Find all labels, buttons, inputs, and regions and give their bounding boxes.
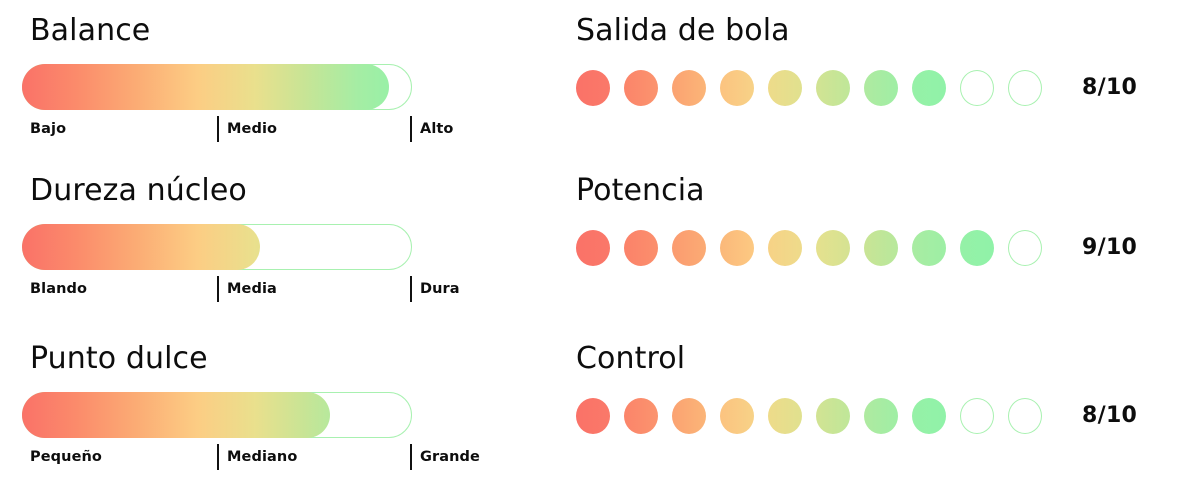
tick-mark-icon — [410, 116, 412, 142]
scale-tick-high: Dura — [410, 276, 460, 302]
scale-tick-mid: Mediano — [217, 444, 297, 470]
rating-dot-empty[interactable] — [1008, 230, 1042, 266]
rating-control: Control 8/10 — [560, 340, 1200, 436]
rating-dot-filled[interactable] — [720, 70, 754, 106]
scale-tick-high: Grande — [410, 444, 480, 470]
scale-tick-low: Blando — [30, 276, 87, 302]
tick-mark-icon — [217, 444, 219, 470]
scale-ticks: Pequeño Mediano Grande — [22, 444, 492, 472]
rating-dot-filled[interactable] — [960, 230, 994, 266]
rating-potencia: Potencia 9/10 — [560, 172, 1200, 268]
tick-label: Blando — [30, 281, 88, 297]
tick-label: Mediano — [227, 449, 298, 465]
rating-dot-filled[interactable] — [624, 398, 658, 434]
rating-dot-filled[interactable] — [864, 70, 898, 106]
scale-punto-dulce: Punto dulce Pequeño Mediano Grande — [0, 340, 500, 472]
rating-dot-empty[interactable] — [960, 70, 994, 106]
scale-fill — [22, 64, 389, 110]
rating-dot-filled[interactable] — [768, 398, 802, 434]
rating-dot-filled[interactable] — [768, 230, 802, 266]
rating-dots[interactable]: 8/10 — [576, 68, 1200, 108]
rating-dot-filled[interactable] — [672, 230, 706, 266]
rating-dot-filled[interactable] — [576, 230, 610, 266]
rating-dot-filled[interactable] — [672, 70, 706, 106]
rating-dot-filled[interactable] — [624, 70, 658, 106]
tick-label: Bajo — [30, 121, 67, 137]
rating-dot-filled[interactable] — [912, 70, 946, 106]
scale-title: Dureza núcleo — [30, 173, 247, 208]
scale-tick-mid: Media — [217, 276, 277, 302]
tick-mark-icon — [410, 444, 412, 470]
rating-title: Control — [576, 341, 686, 376]
rating-score: 9/10 — [1082, 235, 1138, 260]
scale-track-punto-dulce[interactable] — [22, 392, 412, 438]
scale-title: Punto dulce — [30, 341, 208, 376]
tick-mark-icon — [410, 276, 412, 302]
scale-balance: Balance Bajo Medio Alto — [0, 12, 500, 144]
ratings-column: Salida de bola 8/10 Potencia 9/10 Contro… — [560, 0, 1200, 484]
scale-track-balance[interactable] — [22, 64, 412, 110]
rating-dots[interactable]: 9/10 — [576, 228, 1200, 268]
rating-dot-filled[interactable] — [720, 398, 754, 434]
tick-label: Alto — [420, 121, 454, 137]
rating-dot-filled[interactable] — [816, 70, 850, 106]
rating-dot-filled[interactable] — [912, 398, 946, 434]
tick-mark-icon — [217, 116, 219, 142]
tick-label: Media — [227, 281, 277, 297]
scale-dureza-nucleo: Dureza núcleo Blando Media Dura — [0, 172, 500, 304]
rating-dots[interactable]: 8/10 — [576, 396, 1200, 436]
tick-label: Dura — [420, 281, 460, 297]
rating-dot-filled[interactable] — [864, 230, 898, 266]
scale-fill — [22, 224, 260, 270]
rating-dot-empty[interactable] — [960, 398, 994, 434]
scale-ticks: Blando Media Dura — [22, 276, 492, 304]
rating-dot-filled[interactable] — [768, 70, 802, 106]
rating-dot-filled[interactable] — [816, 398, 850, 434]
scale-tick-low: Bajo — [30, 116, 66, 142]
rating-dot-filled[interactable] — [672, 398, 706, 434]
scale-track-dureza[interactable] — [22, 224, 412, 270]
rating-title: Potencia — [576, 173, 705, 208]
rating-dot-filled[interactable] — [576, 398, 610, 434]
tick-label: Pequeño — [30, 449, 102, 465]
tick-label: Medio — [227, 121, 278, 137]
rating-dot-filled[interactable] — [624, 230, 658, 266]
rating-title: Salida de bola — [576, 13, 790, 48]
scales-column: Balance Bajo Medio Alto — [0, 0, 540, 484]
scale-ticks: Bajo Medio Alto — [22, 116, 492, 144]
rating-score: 8/10 — [1082, 75, 1138, 100]
rating-dot-filled[interactable] — [576, 70, 610, 106]
tick-label: Grande — [420, 449, 480, 465]
scale-tick-high: Alto — [410, 116, 454, 142]
rating-dot-filled[interactable] — [912, 230, 946, 266]
rating-dot-empty[interactable] — [1008, 398, 1042, 434]
scale-tick-low: Pequeño — [30, 444, 102, 470]
rating-dot-filled[interactable] — [864, 398, 898, 434]
rating-dot-filled[interactable] — [720, 230, 754, 266]
tick-mark-icon — [217, 276, 219, 302]
rating-dot-filled[interactable] — [816, 230, 850, 266]
scale-tick-mid: Medio — [217, 116, 277, 142]
scale-title: Balance — [30, 13, 151, 48]
scale-fill — [22, 392, 331, 438]
rating-score: 8/10 — [1082, 403, 1138, 428]
rating-dot-empty[interactable] — [1008, 70, 1042, 106]
rating-salida-de-bola: Salida de bola 8/10 — [560, 12, 1200, 108]
